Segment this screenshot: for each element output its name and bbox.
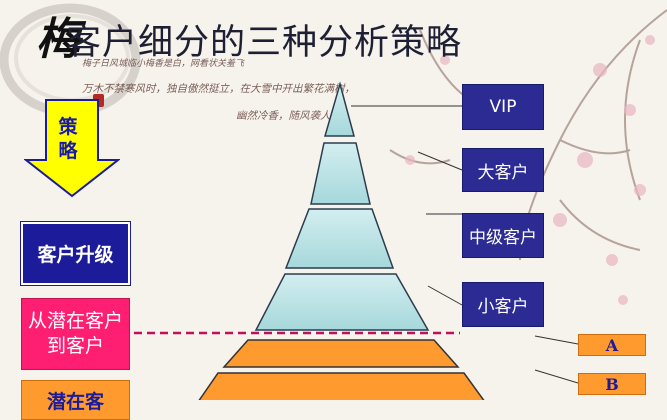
pyramid-tier-mid [284, 208, 395, 269]
grade-a-box: A [578, 334, 646, 356]
vip-label-box: VIP [462, 84, 544, 130]
strategy-down-arrow [24, 99, 120, 198]
pyramid-tier-vip [324, 81, 355, 137]
pyramid-tier-a [222, 339, 460, 368]
slide-title: 客户细分的三种分析策略 [66, 23, 463, 63]
strategy-label: 策略 [58, 116, 78, 162]
calligraphy-line-2: 万木不禁寒风时，独自傲然挺立，在大雪中开出繁花满树， [82, 83, 355, 95]
grade-b-box: B [578, 373, 646, 395]
plum-calligraphy-character: 梅 [36, 14, 80, 65]
pyramid-tier-big [310, 142, 371, 205]
mid-customer-label-box: 中级客户 [462, 213, 544, 258]
big-customer-label-box: 大客户 [462, 148, 544, 192]
calligraphy-line-1: 梅子日风城临小梅香是白，网看状关羞飞 [82, 59, 245, 69]
calligraphy-line-3: 幽然冷香，随风袭人 [236, 110, 331, 122]
potential-to-customer-box: 从潜在客户到客户 [21, 298, 130, 370]
customer-pyramid [134, 81, 579, 400]
pyramid-tier-small [254, 273, 430, 331]
small-customer-label-box: 小客户 [462, 282, 544, 327]
connector-lines [351, 105, 579, 384]
pyramid-tier-b [198, 372, 485, 400]
customer-upgrade-box: 客户升级 [20, 221, 131, 286]
